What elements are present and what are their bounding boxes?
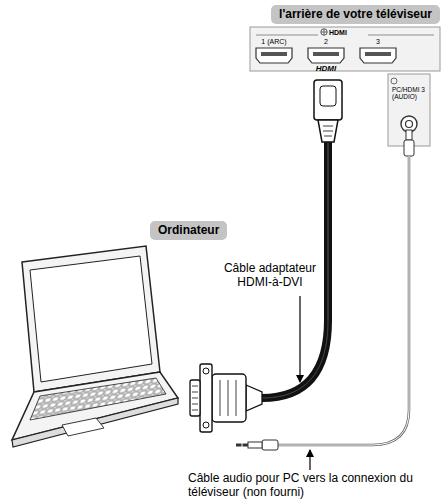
heading-text: Ordinateur (158, 223, 219, 238)
pointer-arrow (299, 296, 300, 382)
tv-rear-panel (250, 27, 440, 146)
port-number: 3 (376, 38, 380, 46)
device-heading: Ordinateur (150, 221, 227, 240)
caption: Câble audio pour PC vers la connexion du… (188, 472, 442, 500)
port-group-label: HDMI (329, 29, 347, 37)
audio-cable (236, 130, 414, 450)
hdmi-dvi-cable (262, 80, 342, 398)
dvi-connector (190, 364, 262, 432)
heading-text: l'arrière de votre téléviseur (279, 7, 432, 22)
laptop (12, 246, 178, 447)
pointer-arrow (309, 450, 310, 470)
port-label: PC/HDMI 3 (AUDIO) (392, 86, 428, 101)
cable-label: Câble adaptateur HDMI-à-DVI (218, 262, 322, 290)
panel-heading: l'arrière de votre téléviseur (271, 5, 440, 24)
hdmi-logo: HDMI (316, 64, 336, 73)
port-number: 1 (ARC) (261, 38, 286, 46)
port-number: 2 (324, 38, 328, 46)
